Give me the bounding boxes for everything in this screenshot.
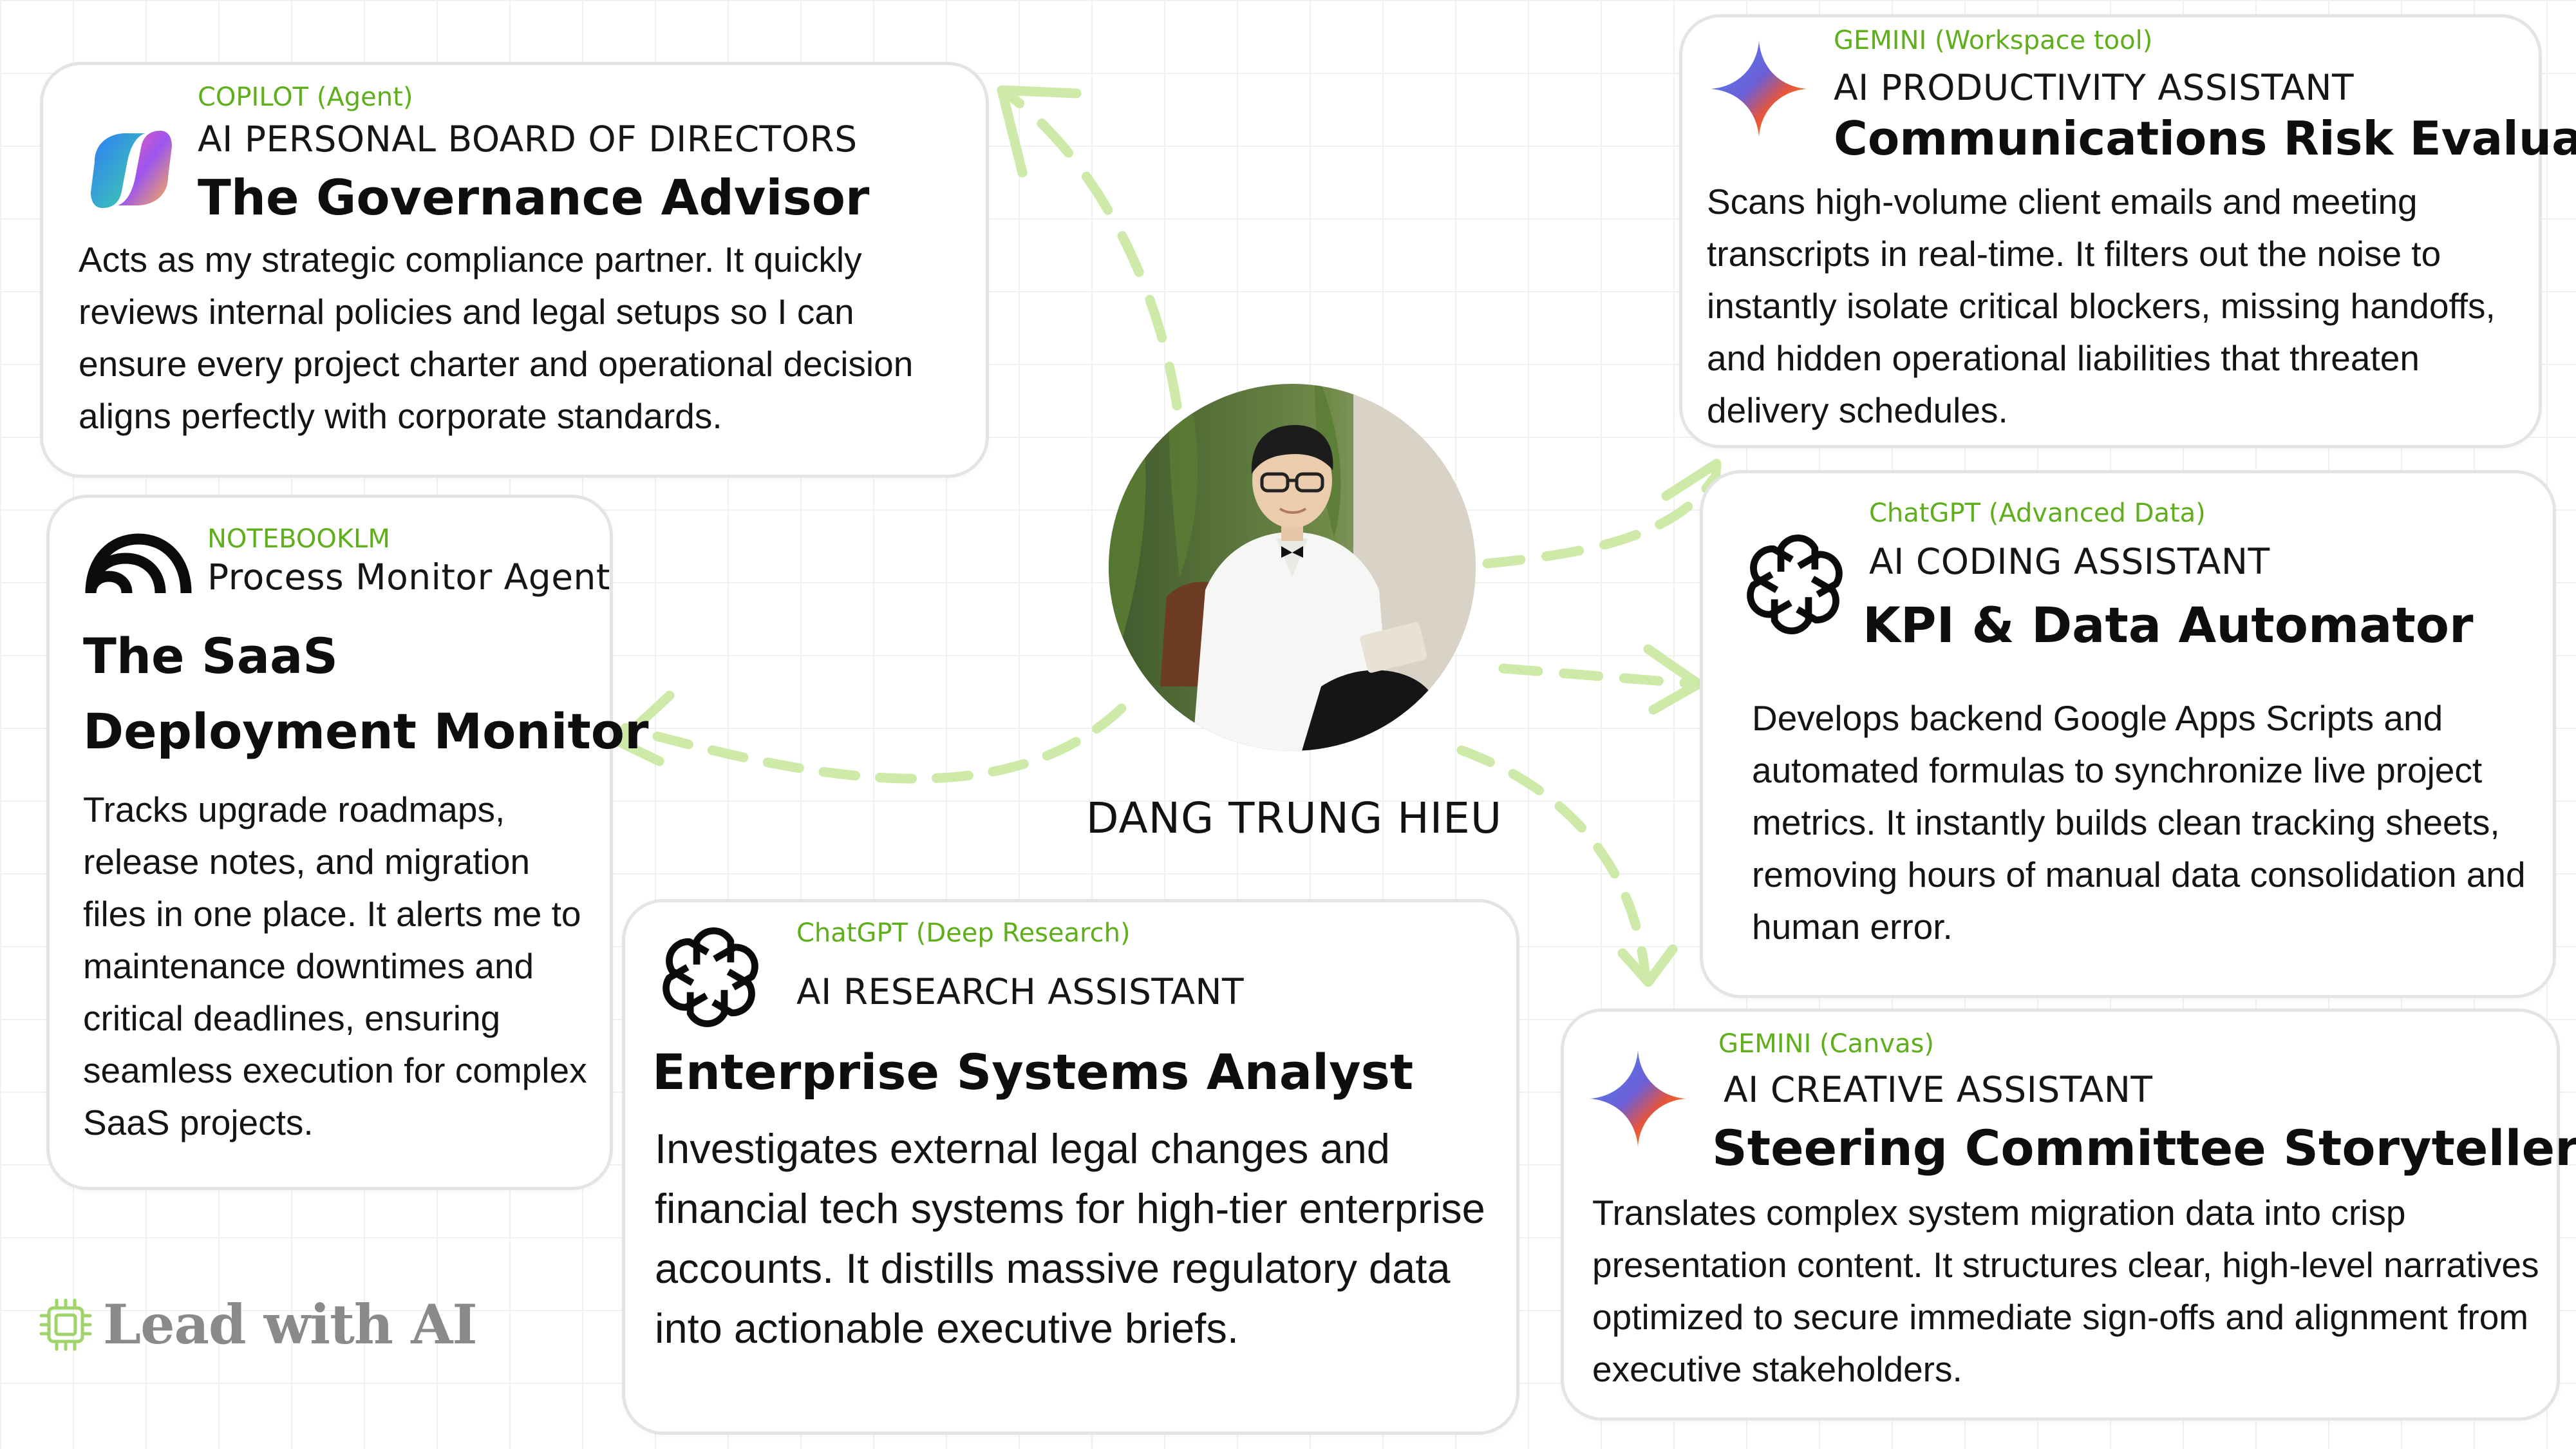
card-title: Communications Risk Evaluator — [1834, 111, 2576, 166]
role-label: AI CREATIVE ASSISTANT — [1724, 1069, 2153, 1110]
brand-logo: Lead with AI — [39, 1293, 478, 1356]
tool-label: COPILOT (Agent) — [198, 82, 413, 112]
tool-label: ChatGPT (Advanced Data) — [1869, 498, 2206, 528]
card-description: Investigates external legal changes and … — [655, 1125, 1485, 1352]
arrowhead-storyteller — [1617, 944, 1678, 987]
arrow-to-saas-monitor — [621, 703, 1127, 784]
chatgpt-logo-icon — [1747, 535, 1843, 634]
card-enterprise-systems-analyst: ChatGPT (Deep Research) AI RESEARCH ASSI… — [622, 899, 1519, 1435]
card-description: Translates complex system migration data… — [1592, 1193, 2539, 1389]
tool-label: GEMINI (Workspace tool) — [1834, 26, 2153, 55]
profile-portrait-photo — [1109, 384, 1476, 751]
chip-icon — [39, 1298, 92, 1351]
card-saas-deployment-monitor: NOTEBOOKLM Process Monitor Agent The Saa… — [46, 495, 649, 1190]
card-governance-advisor: COPILOT (Agent) AI PERSONAL BOARD OF DIR… — [40, 62, 989, 478]
notebooklm-logo-icon — [85, 533, 192, 594]
card-description: Scans high-volume client emails and meet… — [1707, 182, 2496, 430]
role-label: AI PRODUCTIVITY ASSISTANT — [1834, 67, 2355, 108]
gemini-logo-icon — [1711, 41, 1807, 137]
center-person-name: DANG TRUNG HIEU — [1086, 793, 1503, 843]
gemini-logo-icon — [1590, 1050, 1686, 1147]
role-label: Process Monitor Agent — [207, 556, 610, 598]
card-title-line-1: The SaaS — [83, 627, 338, 685]
card-title: KPI & Data Automator — [1863, 596, 2474, 654]
card-description: Develops backend Google Apps Scripts and… — [1752, 698, 2526, 947]
brand-text: Lead with AI — [103, 1293, 478, 1356]
card-title: Steering Committee Storyteller — [1712, 1119, 2576, 1177]
card-description: Tracks upgrade roadmaps, release notes, … — [83, 790, 587, 1142]
card-title-line-2: Deployment Monitor — [83, 703, 649, 760]
role-label: AI PERSONAL BOARD OF DIRECTORS — [198, 118, 858, 160]
card-title: Enterprise Systems Analyst — [652, 1043, 1414, 1101]
role-label: AI RESEARCH ASSISTANT — [796, 971, 1245, 1012]
chatgpt-logo-icon — [663, 927, 758, 1027]
card-description: Acts as my strategic compliance partner.… — [79, 240, 914, 436]
tool-label: GEMINI (Canvas) — [1718, 1029, 1935, 1059]
arrowhead-kpi-automator — [1643, 644, 1704, 715]
tool-label: ChatGPT (Deep Research) — [796, 918, 1131, 948]
arrow-to-communications-evaluator — [1482, 475, 1718, 569]
card-title: The Governance Advisor — [198, 169, 870, 226]
card-steering-committee-storyteller: GEMINI (Canvas) AI CREATIVE ASSISTANT St… — [1561, 1009, 2576, 1421]
card-kpi-data-automator: ChatGPT (Advanced Data) AI CODING ASSIST… — [1700, 470, 2556, 998]
card-communications-risk-evaluator: GEMINI (Workspace tool) AI PRODUCTIVITY … — [1679, 14, 2576, 448]
role-label: AI CODING ASSISTANT — [1869, 541, 2270, 582]
copilot-logo-icon — [91, 131, 172, 208]
arrow-to-governance-advisor — [1006, 91, 1182, 411]
arrow-to-kpi-automator — [1498, 663, 1702, 689]
arrowhead-governance-advisor — [997, 85, 1082, 178]
tool-label: NOTEBOOKLM — [207, 524, 390, 554]
